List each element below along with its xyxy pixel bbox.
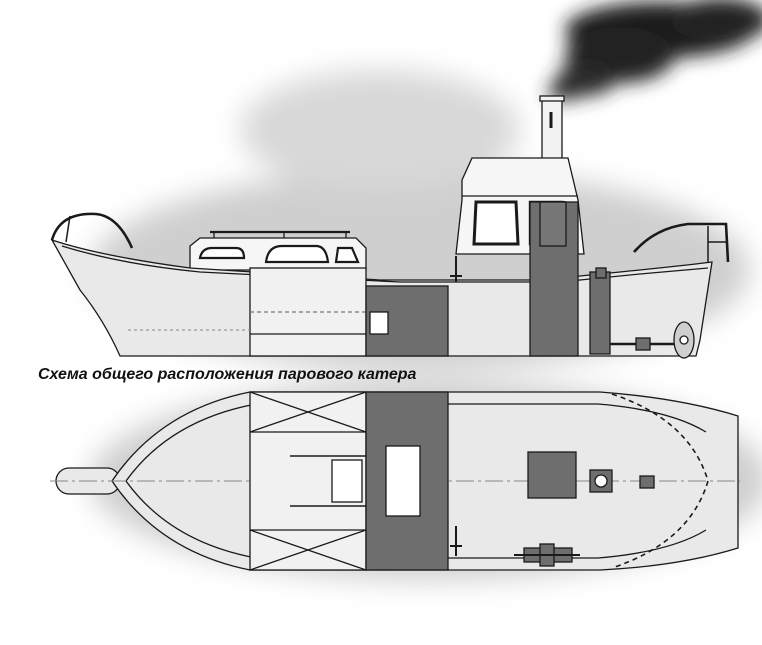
wheelhouse-window — [472, 200, 520, 246]
funnel — [541, 97, 563, 167]
cabin-window-2 — [264, 244, 330, 264]
side-elevation — [50, 95, 730, 359]
bow-rail — [50, 212, 134, 249]
cabin-window-1 — [198, 246, 246, 260]
boiler-plan — [527, 451, 577, 499]
diagram-caption: Схема общего расположения парового катер… — [38, 366, 417, 383]
stern-rail — [633, 222, 730, 263]
plan-view — [50, 391, 740, 571]
cabin-window-3 — [334, 246, 360, 264]
smoke-plume — [547, 0, 762, 101]
